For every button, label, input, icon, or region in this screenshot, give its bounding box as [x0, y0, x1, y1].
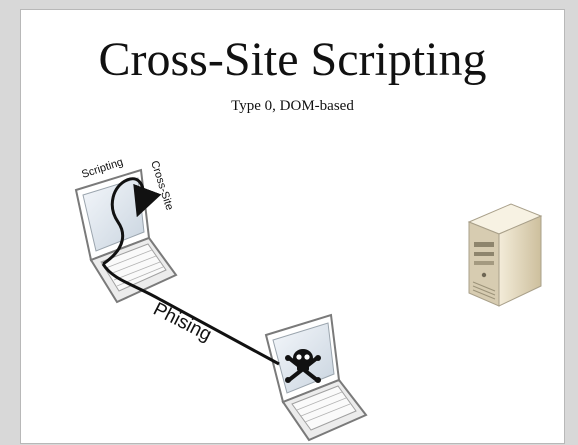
skull-crossbones-icon [285, 349, 321, 383]
server-icon [467, 203, 543, 307]
scripting-loop-arrow [102, 177, 162, 266]
phishing-connection-line [101, 263, 280, 366]
slide-title: Cross-Site Scripting [98, 33, 487, 86]
slide-subtitle: Type 0, DOM-based [231, 98, 354, 114]
phishing-label: Phising [150, 299, 215, 346]
slide: Cross-Site Scripting Type 0, DOM-based [20, 9, 565, 444]
diagram: Scripting Cross-Site Phising [74, 156, 543, 442]
cross-site-label: Cross-Site [148, 159, 175, 212]
